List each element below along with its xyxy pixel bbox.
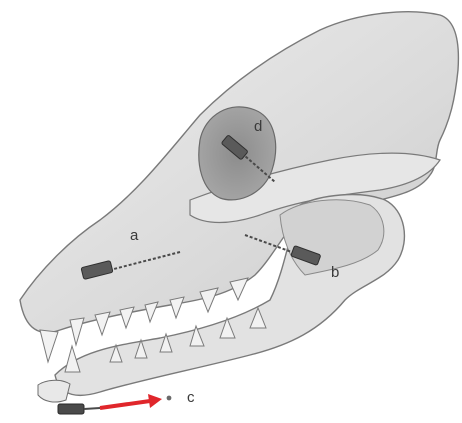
arrow-right-icon	[100, 394, 162, 408]
label-c: c	[187, 389, 195, 406]
label-d: d	[254, 118, 262, 135]
needle-c-shaft	[84, 408, 100, 409]
label-b: b	[331, 264, 339, 281]
needle-c	[58, 404, 100, 414]
foramen-point-c	[167, 396, 172, 401]
syringe-needle-icon	[58, 404, 84, 414]
label-a: a	[130, 227, 139, 244]
incisors	[38, 380, 70, 402]
